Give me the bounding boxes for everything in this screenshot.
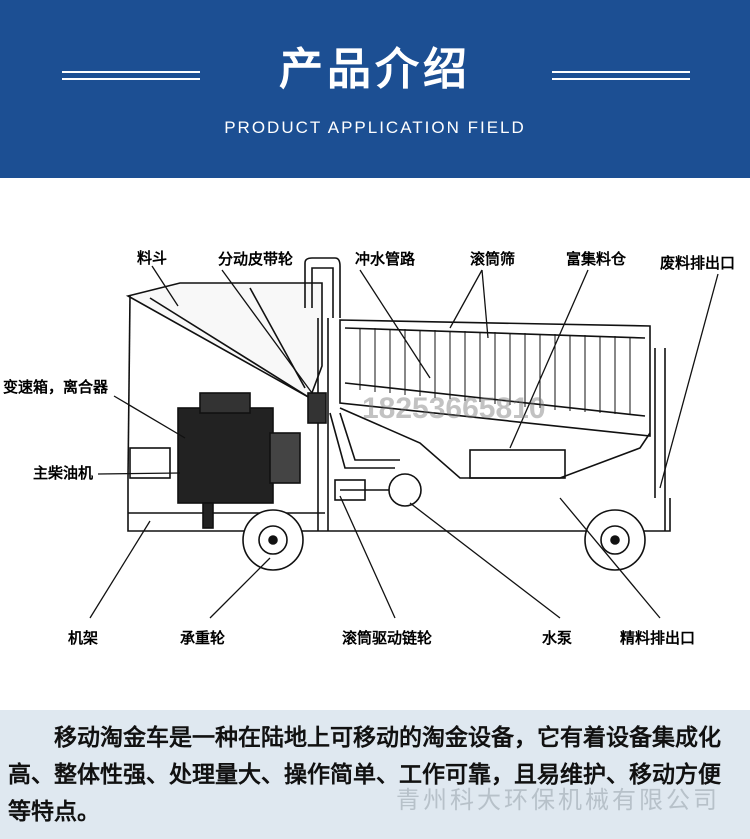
right-divider-line-2 (552, 78, 690, 80)
label-drum-drive-sprocket: 滚筒驱动链轮 (342, 629, 432, 647)
label-waste-outlet: 废料排出口 (660, 254, 735, 272)
label-flush-pipe: 冲水管路 (355, 250, 416, 268)
label-belt-pulley: 分动皮带轮 (218, 250, 293, 268)
drum-screen-shape (339, 319, 651, 437)
right-divider-line (552, 71, 690, 73)
page-subtitle: PRODUCT APPLICATION FIELD (224, 118, 526, 137)
page-title: 产品介绍 (279, 44, 471, 95)
label-diesel-engine: 主柴油机 (33, 464, 93, 482)
label-load-wheel: 承重轮 (180, 629, 225, 647)
engine-shape (177, 407, 274, 504)
description-text: 移动淘金车是一种在陆地上可移动的淘金设备，它有着设备集成化高、整体性强、处理量大… (8, 725, 721, 825)
label-frame: 机架 (68, 629, 98, 647)
machine-diagram: 料斗 分动皮带轮 冲水管路 滚筒筛 富集料仓 废料排出口 变速箱，离合器 主柴油… (0, 178, 750, 708)
flush-pipe-shape (304, 257, 341, 318)
header-banner: 产品介绍 PRODUCT APPLICATION FIELD (0, 0, 750, 178)
frame-outline (127, 478, 671, 532)
label-hopper: 料斗 (137, 249, 167, 267)
phone-watermark: 18253665810 (362, 392, 546, 425)
label-fine-outlet: 精料排出口 (620, 629, 695, 647)
label-water-pump: 水泵 (542, 629, 572, 647)
left-divider-line-2 (62, 78, 200, 80)
description-panel: 移动淘金车是一种在陆地上可移动的淘金设备，它有着设备集成化高、整体性强、处理量大… (0, 710, 750, 839)
water-pump-shape (388, 473, 422, 507)
label-concentrate-bin: 富集料仓 (566, 250, 627, 268)
concentrate-box (469, 449, 566, 479)
left-divider-line (62, 71, 200, 73)
label-gearbox-clutch: 变速箱，离合器 (3, 378, 109, 396)
diagram-svg: 料斗 分动皮带轮 冲水管路 滚筒筛 富集料仓 废料排出口 变速箱，离合器 主柴油… (3, 249, 735, 647)
company-watermark: 青州科大环保机械有限公司 (396, 786, 720, 814)
leader-lines (89, 265, 719, 619)
hopper-shape (125, 282, 323, 400)
label-drum-screen: 滚筒筛 (470, 250, 515, 268)
hopper-left-wall (127, 295, 131, 479)
